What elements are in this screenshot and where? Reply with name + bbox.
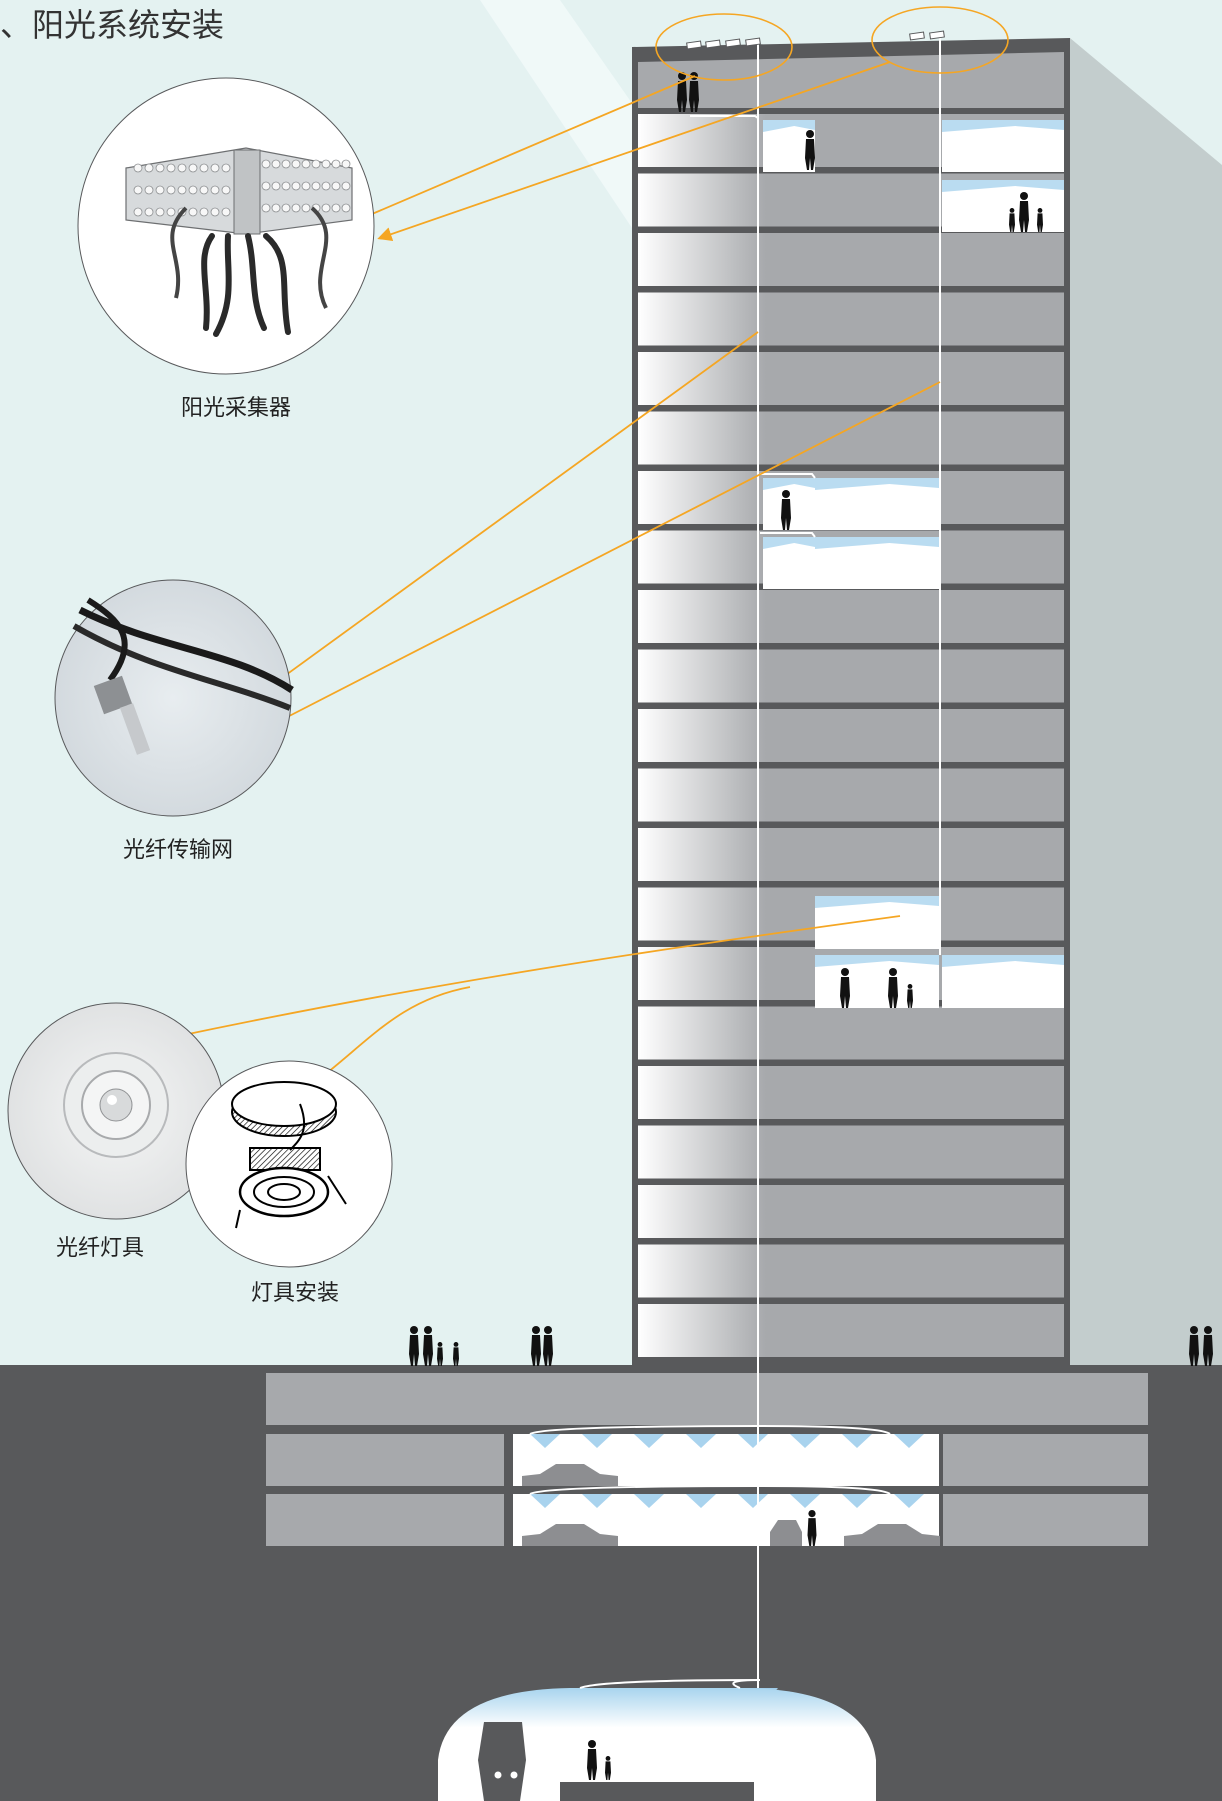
floor-band [638,1007,1064,1060]
tower-floors [638,114,1064,1357]
lit-room [763,537,815,589]
person-silhouette [423,1326,433,1366]
installation-label: 灯具安装 [251,1275,339,1307]
basement-side [266,1494,504,1546]
floor-band [638,650,1064,703]
lit-room [815,478,939,530]
lit-room [942,180,1064,232]
building-shadow [1070,38,1222,1368]
floor-band [638,1185,1064,1238]
basement-side [943,1494,1148,1546]
fiber-callout [55,580,292,816]
basement-side [943,1434,1148,1486]
floor-band [638,709,1064,762]
person-silhouette [531,1326,541,1366]
floor-band [638,352,1064,405]
person-silhouette [453,1342,459,1366]
lit-room [942,955,1064,1008]
floor-band [638,1126,1064,1179]
lit-room [942,120,1064,172]
basement-level-1 [266,1373,1148,1425]
person-silhouette [409,1326,419,1366]
floor-band [638,412,1064,465]
fiber-label: 光纤传输网 [123,832,233,864]
installation-callout [186,1061,392,1267]
floor-band [638,590,1064,643]
basement-side [266,1434,504,1486]
floor-band [638,293,1064,346]
floor-band [638,769,1064,822]
lit-room [815,537,939,589]
collector-callout [78,78,374,374]
floor-band [638,828,1064,881]
floor-band [638,1245,1064,1298]
lit-room [815,955,939,1008]
floor-band [638,1304,1064,1357]
person-silhouette [543,1326,553,1366]
floor-band [638,233,1064,286]
luminaire-label: 光纤灯具 [56,1230,144,1262]
collector-label: 阳光采集器 [181,390,291,422]
person-silhouette [437,1342,443,1366]
floor-band [638,1066,1064,1119]
lit-room [815,896,939,949]
